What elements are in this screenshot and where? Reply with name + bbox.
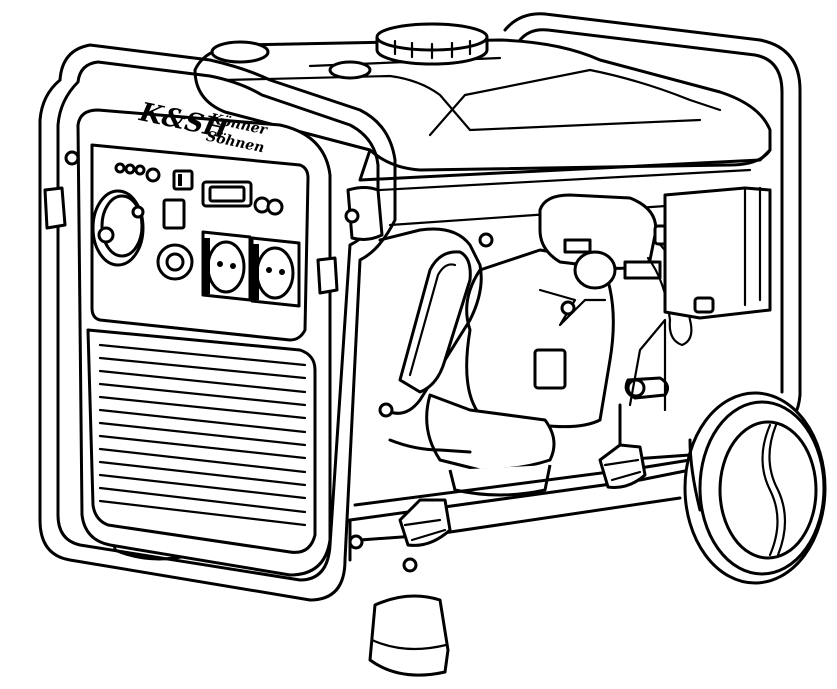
carry-handle-icon [38,43,397,602]
engine-knob[interactable] [91,189,145,267]
engine-area [358,148,772,497]
cooling-vents [98,343,307,527]
reset-button-2[interactable] [266,198,284,216]
power-socket-icon[interactable] [201,230,252,302]
dc-outlet[interactable] [156,243,194,281]
eco-switch[interactable] [172,169,194,191]
side-box [628,186,772,412]
control-panel [91,162,301,308]
right-frame [378,227,494,454]
wheel-icon [683,391,827,585]
front-foot [368,594,450,677]
indicator-lights [114,162,161,183]
base-frame [348,403,692,573]
usb-port[interactable] [162,198,186,230]
front-panel [76,108,332,577]
display-icon [201,180,253,208]
fuel-cap-icon [210,22,489,80]
power-socket-icon-2[interactable] [250,236,301,308]
